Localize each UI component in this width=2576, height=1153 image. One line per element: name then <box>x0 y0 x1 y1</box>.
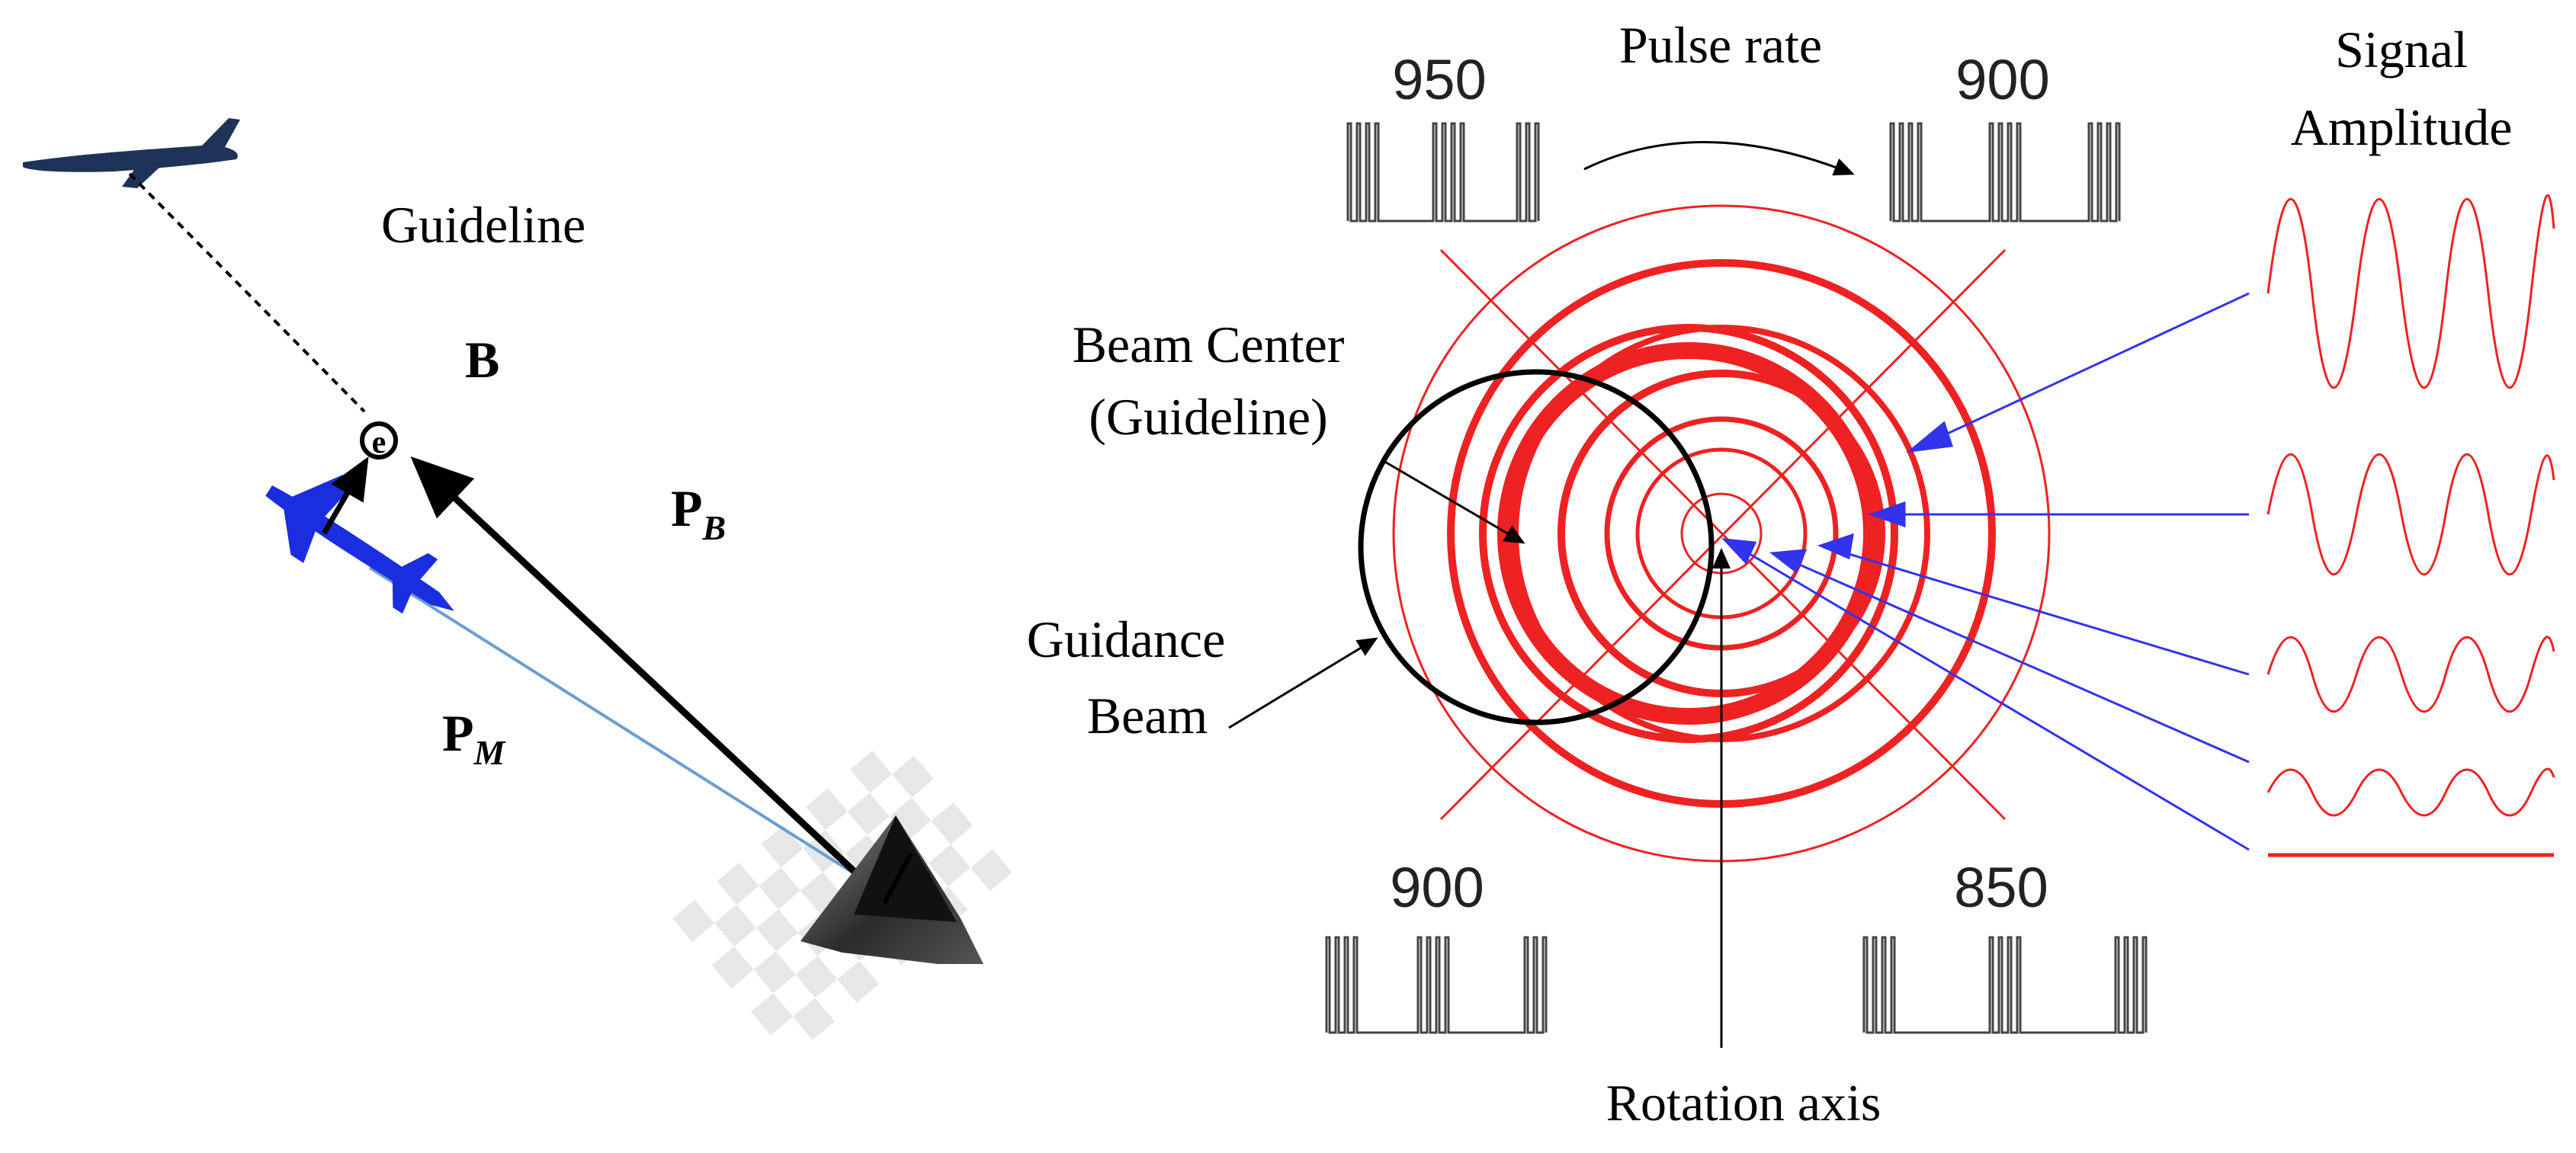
guidance-beam-circle <box>1358 369 1715 725</box>
point-b-marker: e <box>360 421 398 460</box>
pm-label: PM <box>442 704 507 772</box>
pb-label-sub: B <box>702 508 727 547</box>
pulse-train-bottom-left <box>1325 936 1548 1034</box>
pulse-rate-label: Pulse rate <box>1619 16 1822 74</box>
point-b-marker-label: e <box>372 425 387 460</box>
beam-center-label-line1: Beam Center <box>1073 315 1345 373</box>
pulse-value-top-right: 900 <box>1955 48 2049 111</box>
beam-center-pointer <box>1383 460 1525 544</box>
signal-amplitude-label-line1: Signal <box>2335 21 2468 78</box>
signal-wave <box>2266 194 2555 389</box>
signal-amplitude-label-line2: Amplitude <box>2291 98 2513 156</box>
guidance-beam-pointer <box>1228 637 1378 729</box>
pulse-value-bottom-right: 850 <box>1954 856 2048 919</box>
pb-label-main: P <box>671 479 703 537</box>
point-b-label: B <box>465 331 499 389</box>
scan-ring <box>1479 324 1898 743</box>
left-diagram: e Guideline B PB PM <box>23 118 1012 1059</box>
pm-label-sub: M <box>473 733 507 772</box>
guideline-label: Guideline <box>381 196 585 254</box>
radar-dish-icon <box>800 815 983 964</box>
pm-vector-line <box>368 566 878 889</box>
rotation-axis-label: Rotation axis <box>1606 1074 1881 1132</box>
pulse-train-bottom-right <box>1862 936 2148 1034</box>
guidance-beam-label-line1: Guidance <box>1027 610 1226 668</box>
amplitude-pointers <box>1721 292 2250 851</box>
signal-waves <box>2266 194 2555 857</box>
target-aircraft-icon <box>23 118 240 188</box>
signal-wave <box>2266 453 2555 576</box>
guideline-dashed-line <box>128 172 366 413</box>
pulse-train-top-right <box>1889 122 2121 223</box>
right-diagram: 950 900 900 850 Pulse rate Signal Amplit… <box>1027 16 2555 1132</box>
error-vector-arrow <box>321 456 369 535</box>
pb-vector-arrow <box>410 456 891 906</box>
pulse-rate-arrow <box>1583 141 1855 176</box>
pb-label: PB <box>671 479 726 547</box>
pm-label-main: P <box>442 704 474 762</box>
beam-center-label-line2: (Guideline) <box>1089 388 1327 446</box>
pulse-value-top-left: 950 <box>1392 48 1486 111</box>
pulse-train-top-left <box>1346 122 1540 223</box>
pulse-value-bottom-left: 900 <box>1390 856 1484 919</box>
signal-wave <box>2266 636 2555 713</box>
guidance-beam-label-line2: Beam <box>1087 687 1208 745</box>
signal-wave <box>2266 767 2555 817</box>
